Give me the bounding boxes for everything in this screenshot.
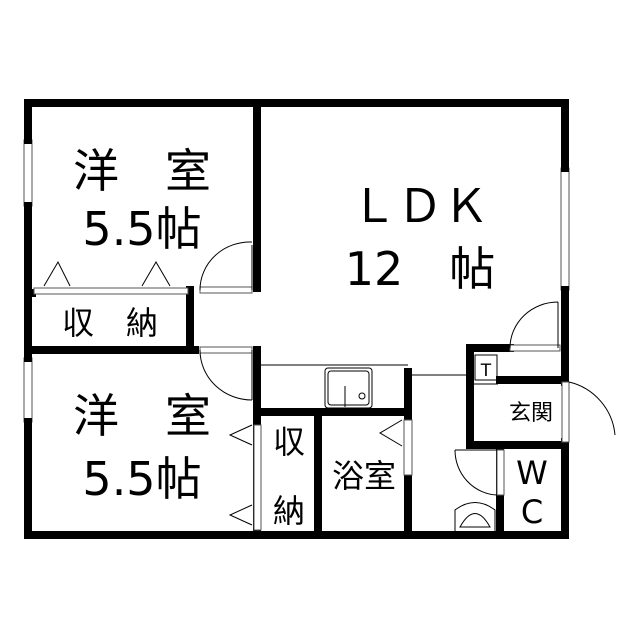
- wc-line2: C: [521, 493, 543, 531]
- kitchen-counter: [261, 364, 408, 409]
- ldk-size: 12 帖: [345, 242, 496, 296]
- washbasin-icon: [454, 502, 496, 534]
- outer-walls: [24, 99, 569, 539]
- bathroom-name: 浴室: [332, 457, 396, 495]
- window-bedroom2: [23, 357, 33, 423]
- ldk-name: ＬＤＫ: [351, 179, 489, 233]
- closet2-line1: 収: [273, 423, 305, 461]
- entrance-door: [561, 381, 616, 443]
- bedroom1-name: 洋 室: [73, 144, 211, 198]
- wc-door: [454, 449, 505, 496]
- storage-t-label: T: [480, 361, 492, 381]
- bath-door: [379, 419, 413, 476]
- closet2-line2: 納: [273, 492, 305, 530]
- storage-t-box: [474, 354, 498, 381]
- ldk-door: [509, 301, 561, 352]
- wc-line1: W: [516, 454, 548, 492]
- bedroom2-size: 5.5帖: [82, 452, 201, 506]
- closet1-name: 収 納: [62, 304, 158, 342]
- closet1-doors: [33, 260, 189, 295]
- bedroom2-name: 洋 室: [73, 389, 211, 443]
- bedroom1-size: 5.5帖: [82, 202, 201, 256]
- window-ldk: [560, 167, 570, 291]
- closet2-doors: [228, 424, 262, 531]
- window-bedroom1: [23, 139, 33, 207]
- bedroom2-door: [199, 346, 253, 401]
- bedroom1-door: [199, 241, 253, 294]
- entrance-name: 玄関: [509, 401, 553, 426]
